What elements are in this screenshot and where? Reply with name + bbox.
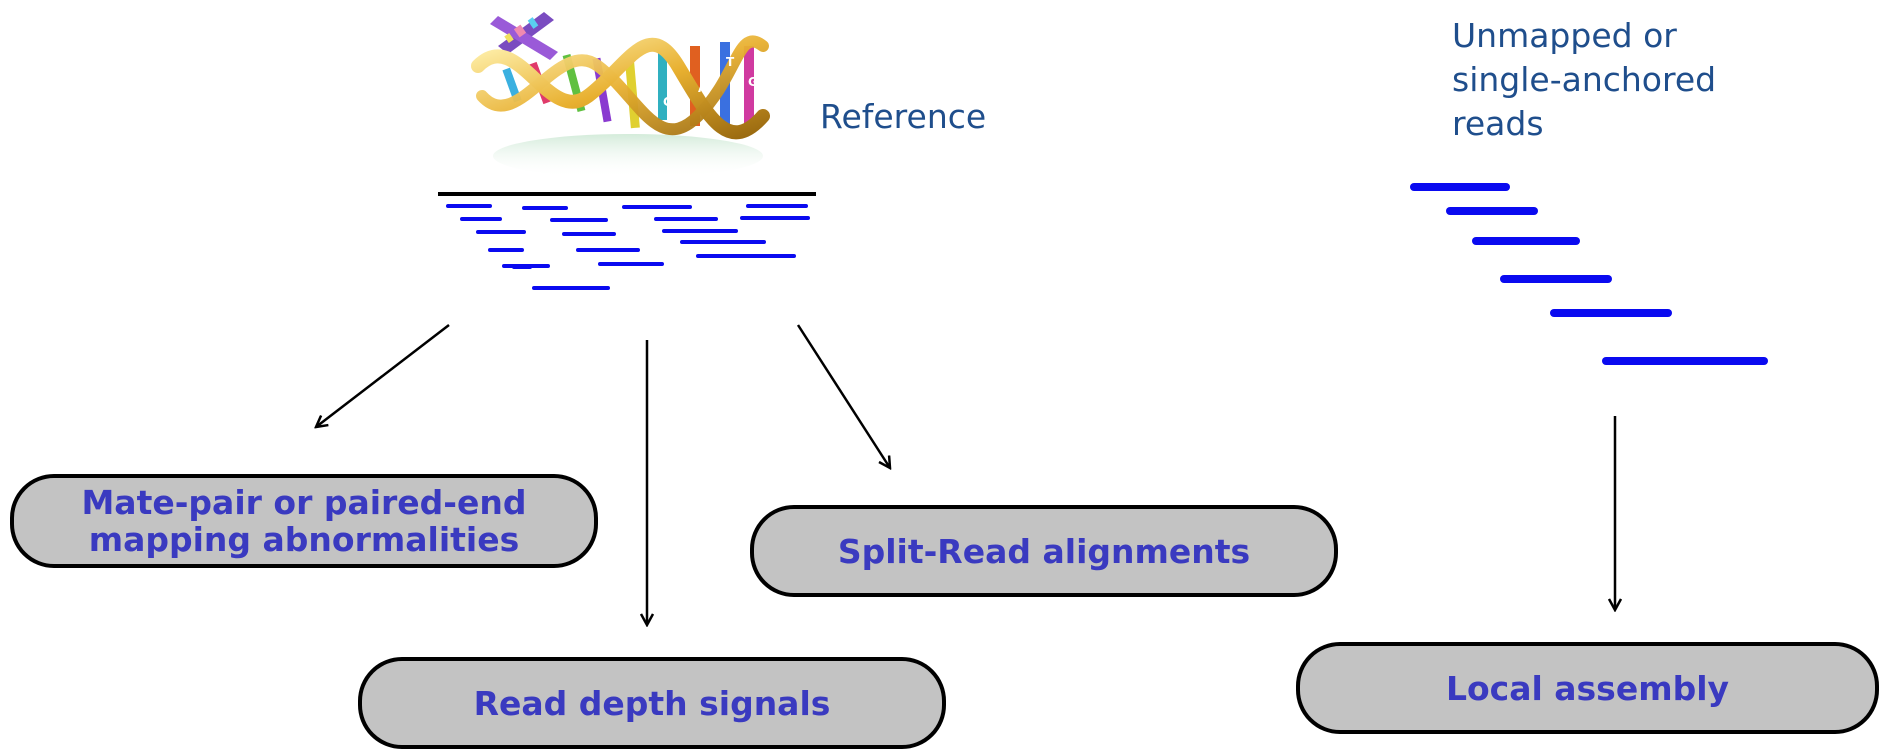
base-letter-g: G xyxy=(748,75,758,89)
reference-label: Reference xyxy=(820,97,987,136)
chromosome-icon xyxy=(490,12,558,60)
mate-pair-box: Mate-pair or paired-end mapping abnormal… xyxy=(10,474,598,568)
mate-pair-line-2: mapping abnormalities xyxy=(88,520,520,559)
mapped-reads xyxy=(446,204,810,290)
base-letter-c: C xyxy=(663,95,672,109)
arrow-to-mate-pair xyxy=(316,324,450,427)
unmapped-reads-label: Unmapped or single-anchored reads xyxy=(1452,14,1716,146)
local-assembly-box: Local assembly xyxy=(1296,642,1879,734)
unmapped-label-line-2: single-anchored xyxy=(1452,60,1717,99)
mate-pair-line-1: Mate-pair or paired-end xyxy=(81,483,527,522)
local-assembly-label: Local assembly xyxy=(1445,668,1730,708)
unmapped-label-line-3: reads xyxy=(1452,104,1544,143)
unmapped-label-line-1: Unmapped or xyxy=(1452,16,1677,55)
split-read-box: Split-Read alignments xyxy=(750,505,1338,597)
dna-helix-icon: T A G C xyxy=(471,12,770,178)
unmapped-reads xyxy=(1410,183,1768,365)
base-letter-a: A xyxy=(698,81,708,95)
split-read-label: Split-Read alignments xyxy=(837,531,1251,571)
read-depth-box: Read depth signals xyxy=(358,657,946,749)
base-letter-t: T xyxy=(726,55,735,69)
arrow-to-split-read xyxy=(796,324,890,468)
read-depth-label: Read depth signals xyxy=(473,683,831,723)
